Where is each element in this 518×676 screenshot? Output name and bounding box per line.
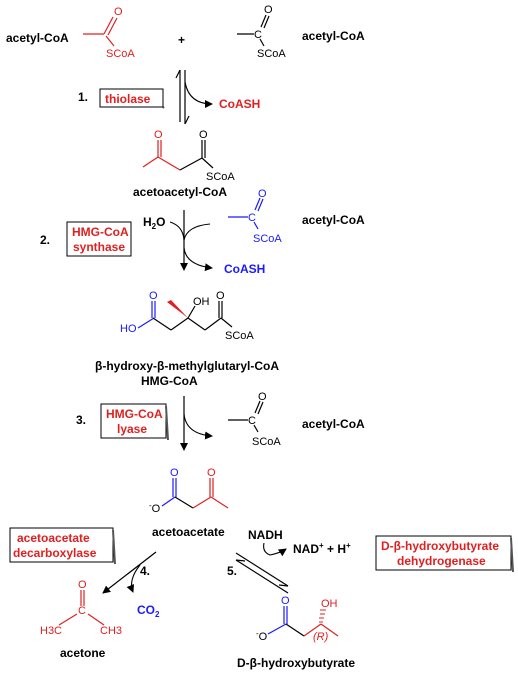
atom-o: O	[216, 290, 225, 302]
step-2-number: 2.	[40, 233, 50, 247]
atom-scoa: SCoA	[257, 48, 286, 60]
step-5-number: 5.	[227, 564, 237, 578]
step-3-number: 3.	[76, 413, 86, 427]
hmg-short-label: HMG-CoA	[141, 374, 198, 388]
atom-o: O	[170, 467, 179, 479]
dehydrogenase-label-2: dehydrogenase	[397, 554, 486, 568]
atom-o: O	[114, 6, 123, 18]
coash-1: CoASH	[219, 97, 260, 111]
acetoacetate-label: acetoacetate	[152, 525, 225, 539]
acetone-label: acetone	[60, 646, 106, 660]
atom-scoa: SCoA	[253, 233, 282, 245]
atom-o: O	[154, 129, 163, 141]
equilibrium-arrows-5	[235, 542, 289, 594]
atom-c: C	[248, 415, 256, 427]
acetyl-coa-step3-label: acetyl-CoA	[302, 417, 365, 431]
step-1-number: 1.	[78, 90, 88, 104]
atom-o: O	[258, 391, 267, 403]
step-2-arrow	[169, 210, 213, 272]
atom-o: O	[149, 290, 158, 302]
atom-scoa: SCoA	[252, 436, 281, 448]
atom-scoa: SCoA	[106, 48, 135, 60]
hmg-synthase-label-1: HMG-CoA	[72, 225, 129, 239]
atom-scoa: SCoA	[206, 171, 235, 183]
atom-scoa: SCoA	[225, 330, 254, 342]
acetoacetyl-coa-structure: O O SCoA	[142, 129, 235, 183]
hmg-coa-structure: HO O OH O SCoA	[120, 290, 254, 342]
hmg-lyase-label-2: lyase	[117, 422, 147, 436]
dehydrogenase-box	[375, 535, 512, 571]
plus-sign: +	[178, 33, 185, 47]
dehydrogenase-label-1: D-β-hydroxybutyrate	[381, 539, 499, 553]
acetyl-coa-step3-structure: C O SCoA	[228, 391, 281, 448]
hydroxybutyrate-structure: -O O OH (R)	[256, 595, 339, 643]
nad-label: NAD+ + H+	[293, 541, 351, 556]
atom-o: O	[264, 4, 273, 16]
decarboxylase-box	[9, 527, 114, 563]
acetyl-coa-right-label: acetyl-CoA	[302, 29, 365, 43]
atom-o: O	[199, 129, 208, 141]
water-label: H2O	[143, 215, 165, 231]
atom-c: C	[254, 29, 262, 41]
acetyl-coa-left-structure: O SCoA	[83, 6, 135, 60]
acetoacetyl-coa-label: acetoacetyl-CoA	[133, 185, 227, 199]
acetyl-coa-step2-label: acetyl-CoA	[302, 213, 365, 227]
acetone-structure: O C H3C CH3	[40, 579, 122, 637]
hmg-synthase-label-2: synthase	[73, 240, 125, 254]
hmg-full-label: β-hydroxy-β-methylglutaryl-CoA	[95, 359, 279, 373]
acetyl-coa-step2-structure: C O SCoA	[228, 188, 282, 245]
atom-o: O	[78, 579, 87, 591]
atom-c: C	[78, 605, 86, 617]
hmg-synthase-box	[66, 221, 132, 257]
atom-ch3: CH3	[100, 625, 122, 637]
acetoacetate-structure: -O O O	[149, 467, 229, 515]
acetyl-coa-left-label: acetyl-CoA	[6, 31, 69, 45]
co2-label: CO2	[137, 603, 160, 619]
decarboxylase-label-2: decarboxylase	[13, 546, 97, 560]
step-4-arrow	[102, 551, 157, 594]
decarboxylase-label-1: acetoacetate	[17, 531, 90, 545]
atom-h3c: H3C	[40, 625, 62, 637]
atom-o: O	[281, 595, 290, 607]
equilibrium-arrows-1	[175, 69, 213, 125]
hmg-lyase-label-1: HMG-CoA	[106, 407, 163, 421]
step-4-number: 4.	[140, 564, 150, 578]
thiolase-box	[99, 88, 164, 108]
atom-o: O	[258, 188, 267, 200]
coash-2: CoASH	[224, 262, 265, 276]
atom-oh: OH	[321, 598, 338, 610]
hydroxybutyrate-label: D-β-hydroxybutyrate	[237, 656, 355, 670]
step-3-arrow	[180, 396, 213, 451]
atom-ho: HO	[120, 323, 137, 335]
nadh-label: NADH	[248, 528, 283, 542]
stereo-r-label: (R)	[313, 631, 329, 643]
acetyl-coa-right-structure: C O SCoA	[237, 4, 286, 60]
atom-o-minus: -O	[256, 629, 268, 643]
atom-c: C	[248, 212, 256, 224]
atom-oh: OH	[193, 296, 210, 308]
atom-o-minus: -O	[149, 501, 161, 515]
atom-o: O	[207, 467, 216, 479]
thiolase-label: thiolase	[105, 92, 151, 106]
